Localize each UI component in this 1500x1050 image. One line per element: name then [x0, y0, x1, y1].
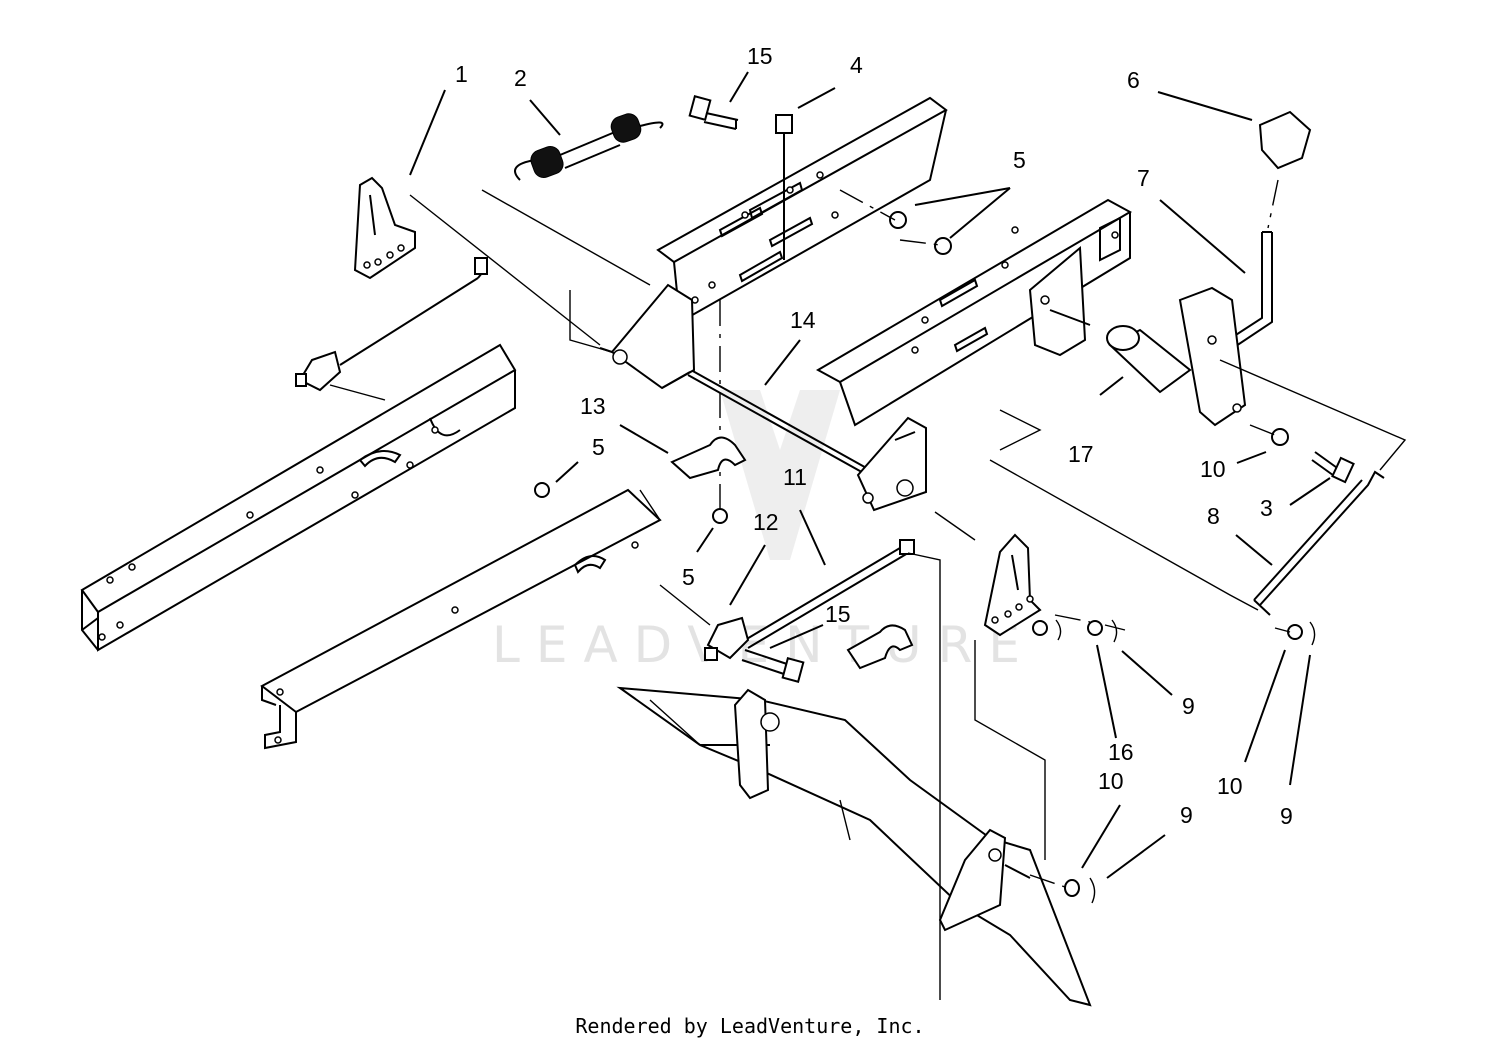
adjusting-rod-center: [704, 539, 915, 661]
alignment-lines: [329, 189, 1407, 1000]
washer-right-plate: [1032, 619, 1062, 641]
right-cross-channel: [815, 198, 1133, 427]
extension-spring: [514, 113, 664, 181]
footer-credit: Rendered by LeadVenture, Inc.: [575, 1014, 925, 1038]
link-rod-right: [1253, 470, 1385, 616]
watermark-text: LEADVENTURE: [492, 616, 1036, 674]
washer-rod-end: [1287, 621, 1316, 646]
callout-9-middle: 9: [1182, 693, 1195, 719]
callout-16: 16: [1108, 739, 1134, 765]
callout-17: 17: [1068, 441, 1094, 467]
callout-10-right: 10: [1217, 773, 1243, 799]
washer-16: [1087, 619, 1118, 643]
bolt-vertical: [775, 114, 793, 260]
callout-leaders: [409, 71, 1331, 879]
bolt-lever: [1311, 451, 1355, 484]
callout-15-top: 15: [747, 43, 773, 69]
callout-8: 8: [1207, 503, 1220, 529]
callout-15-lower: 15: [825, 601, 851, 627]
bolt-lower: [741, 649, 805, 683]
callout-6: 6: [1127, 67, 1140, 93]
callout-14: 14: [790, 307, 816, 333]
callout-4: 4: [850, 52, 863, 78]
adjustment-plate-right: [983, 533, 1042, 637]
roller-bracket: [1028, 245, 1091, 357]
callout-10-middle: 10: [1098, 768, 1124, 794]
callout-9-lower: 9: [1180, 802, 1193, 828]
callout-3: 3: [1260, 495, 1273, 521]
washer-pedal: [1064, 877, 1096, 904]
lever-knob: [1258, 110, 1312, 170]
callout-5-left: 5: [592, 434, 605, 460]
shaft-clip: [670, 436, 747, 480]
washer-lever: [1271, 428, 1289, 446]
nut-upper-1: [889, 211, 907, 229]
shaft-clip-lower: [846, 624, 914, 670]
callout-10-upper: 10: [1200, 456, 1226, 482]
callout-12: 12: [753, 509, 779, 535]
left-frame-rail: [80, 343, 517, 652]
callout-7: 7: [1137, 165, 1150, 191]
roller: [1106, 325, 1192, 394]
callout-5-center: 5: [682, 564, 695, 590]
nut-upper-2: [934, 237, 952, 255]
control-lever: [1178, 179, 1279, 427]
nut-left: [534, 482, 550, 498]
adjusting-rod-left: [295, 257, 488, 392]
callout-1: 1: [455, 61, 468, 87]
callout-11: 11: [783, 464, 807, 490]
callout-2: 2: [514, 65, 527, 91]
upper-cross-channel: [656, 96, 948, 324]
callout-5-upper: 5: [1013, 147, 1026, 173]
callout-13: 13: [580, 393, 606, 419]
adjustment-plate-left: [353, 176, 416, 280]
bolt-top: [688, 95, 739, 130]
callout-9-right: 9: [1280, 803, 1293, 829]
watermark-logo: [720, 390, 840, 560]
pedal-assembly: [616, 686, 1092, 1007]
nut-center: [712, 508, 728, 524]
